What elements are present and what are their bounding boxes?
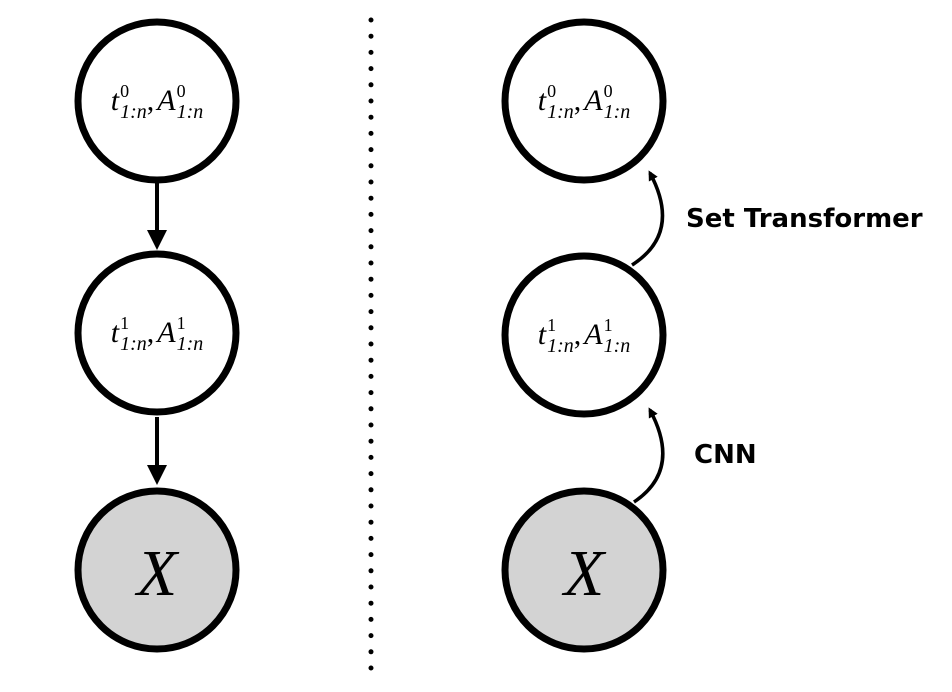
left-node-x-observed: X — [74, 487, 240, 653]
edge-label-set-transformer: Set Transformer — [686, 204, 923, 234]
node-circle — [501, 252, 667, 418]
node-circle — [501, 18, 667, 184]
node-label: X — [561, 537, 607, 610]
left-arrowhead-bottom — [147, 465, 167, 485]
node-circle — [74, 250, 240, 416]
edge-label-cnn: CNN — [694, 440, 757, 470]
node-circle-observed — [74, 487, 240, 653]
right-edge-set-transformer — [631, 170, 665, 267]
right-node-x-observed: X — [501, 487, 667, 653]
node-label: X — [134, 537, 180, 610]
node-circle — [74, 18, 240, 184]
left-arrowhead-middle — [147, 230, 167, 250]
right-edge-cnn — [633, 407, 665, 504]
node-circle-observed — [501, 487, 667, 653]
